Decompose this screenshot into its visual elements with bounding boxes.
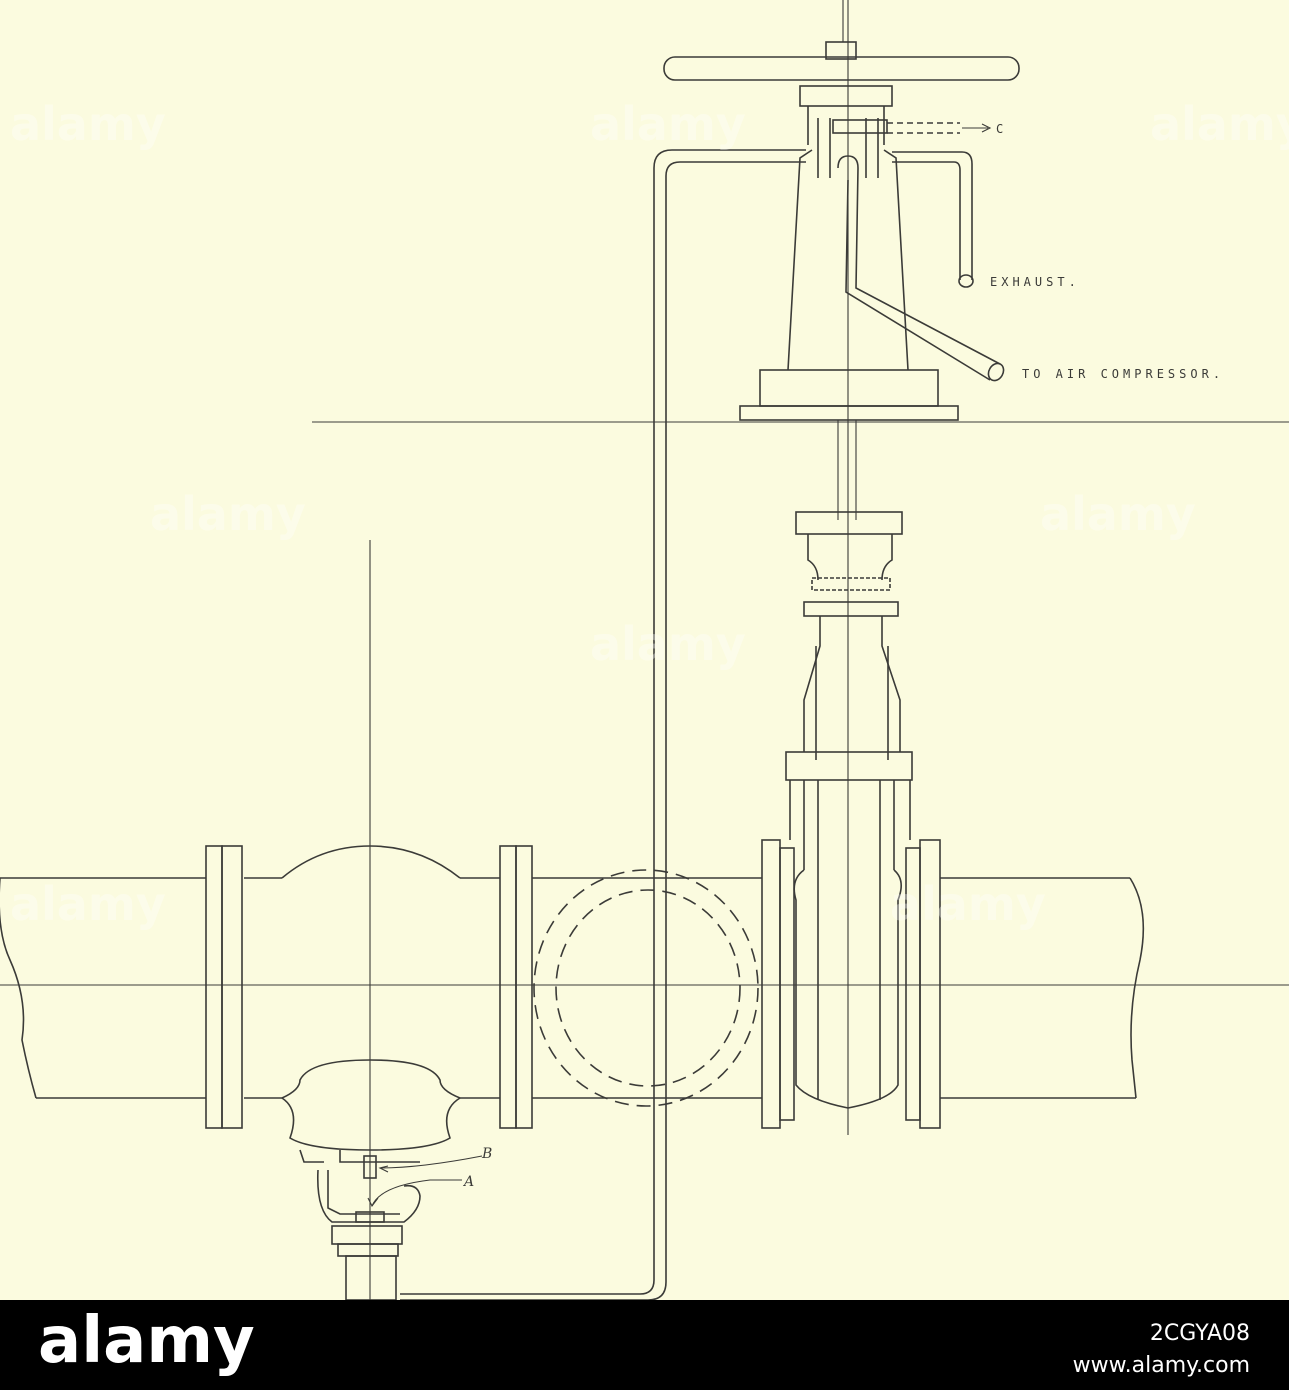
label-b: B [481,1146,492,1162]
watermark-layer: alamy alamy alamy alamy alamy alamy alam… [10,97,1289,931]
watermark-text: alamy [150,487,306,541]
check-valve-body [281,540,461,1300]
watermark-text: alamy [10,877,166,931]
footer-site: www.alamy.com [1073,1353,1250,1378]
label-c: C [996,122,1007,136]
label-exhaust: EXHAUST. [990,275,1080,289]
watermark-text: alamy [590,617,746,671]
label-a: A [462,1174,474,1190]
branch-outlet [533,869,759,1107]
footer-logo: alamy [38,1304,255,1378]
main-pipe [0,877,1289,1099]
watermark-text: alamy [590,97,746,151]
air-compressor-pipe [837,155,1005,382]
label-air-compressor: TO AIR COMPRESSOR. [1022,367,1224,381]
air-line-pipe [400,149,806,1300]
watermark-text: alamy [10,97,166,151]
valve-diagram: alamy alamy alamy alamy alamy alamy alam… [0,0,1289,1300]
flanges [205,839,941,1129]
exhaust-pipe [892,151,974,288]
watermark-text: alamy [890,877,1046,931]
technical-drawing: alamy alamy alamy alamy alamy alamy alam… [0,0,1289,1300]
stock-footer: alamy 2CGYA08 www.alamy.com [0,1300,1289,1390]
watermark-text: alamy [1040,487,1196,541]
gate-valve [785,511,913,1109]
footer-image-id: 2CGYA08 [1150,1321,1250,1346]
pilot-fitting [299,1149,483,1300]
footer-svg: alamy 2CGYA08 www.alamy.com [38,1304,1250,1378]
handwheel [663,0,1020,1135]
operating-stand [739,85,992,520]
watermark-text: alamy [1150,97,1289,151]
